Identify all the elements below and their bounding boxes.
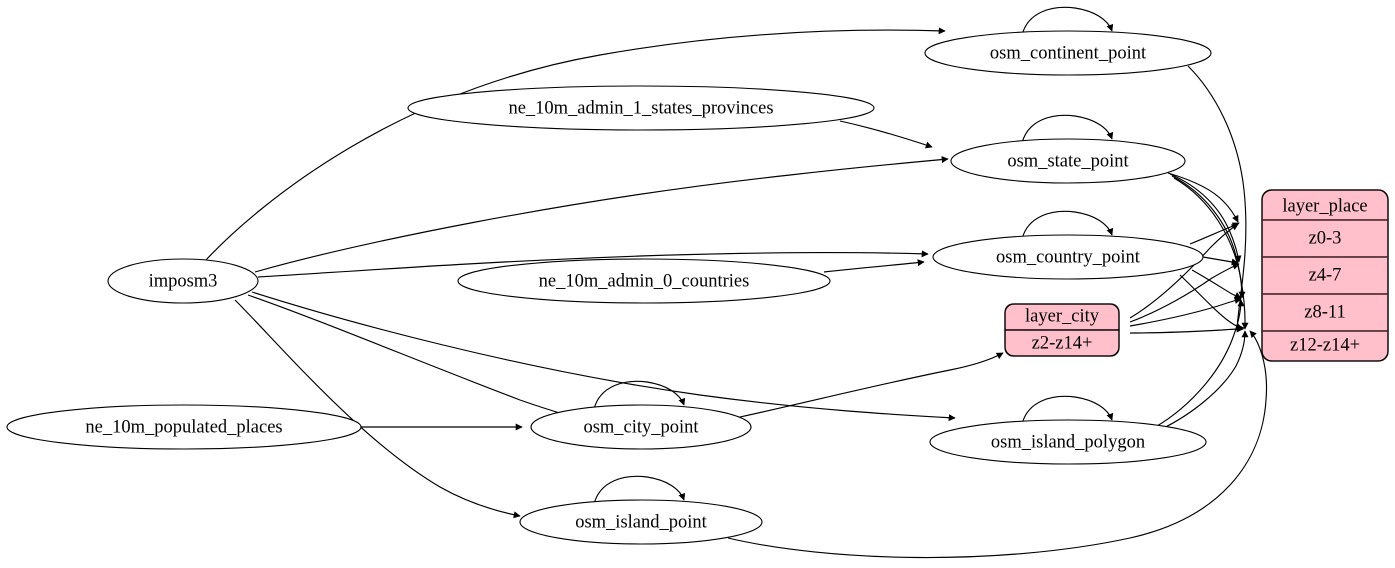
node-layer-city[interactable]: layer_city z2-z14+ bbox=[1004, 303, 1120, 357]
layer-city-row-cell-0[interactable] bbox=[1004, 329, 1120, 357]
self-loop-osm-island-polygon bbox=[1021, 395, 1114, 425]
edge-layer-city-to-layer-place-z0-3 bbox=[1129, 223, 1239, 319]
self-loop-osm-country-point bbox=[1021, 210, 1114, 240]
edge-osm-state-point-to-layer-place-z0-3 bbox=[1167, 172, 1239, 223]
edge-osm-state-point-to-layer-place-z8-11 bbox=[1171, 175, 1246, 299]
node-ne-10m-admin-1-states-provinces[interactable]: ne_10m_admin_1_states_provinces bbox=[407, 85, 875, 131]
edge-imposm3-to-osm-island-point bbox=[234, 299, 521, 519]
node-ne-10m-populated-places[interactable]: ne_10m_populated_places bbox=[6, 404, 362, 450]
nodes-layer: imposm3 ne_10m_admin_1_states_provinces … bbox=[6, 30, 1212, 545]
edges-layer bbox=[204, 6, 1268, 559]
node-osm-state-point[interactable]: osm_state_point bbox=[950, 138, 1186, 184]
node-imposm3[interactable]: imposm3 bbox=[107, 258, 259, 304]
node-osm-continent-point[interactable]: osm_continent_point bbox=[924, 30, 1212, 76]
layer-place-row-cell-3[interactable] bbox=[1261, 330, 1389, 362]
self-loop-osm-island-point bbox=[593, 475, 686, 505]
layer-place-row-cell-1[interactable] bbox=[1261, 256, 1389, 295]
edge-osm-island-polygon-to-layer-place-z12 bbox=[1150, 330, 1249, 435]
node-osm-island-point[interactable]: osm_island_point bbox=[519, 499, 763, 545]
edge-osm-state-point-to-layer-place-z4-7 bbox=[1169, 173, 1242, 263]
node-layer-place[interactable]: layer_place z0-3 z4-7 z8-11 z12-z14+ bbox=[1261, 189, 1389, 362]
layer-place-row-cell-0[interactable] bbox=[1261, 219, 1389, 258]
edge-layer-city-to-layer-place-z8-11 bbox=[1129, 297, 1242, 327]
node-osm-city-point[interactable]: osm_city_point bbox=[530, 404, 752, 450]
edge-osm-island-polygon-to-layer-place-z8-11 bbox=[1147, 299, 1245, 432]
self-loop-osm-continent-point bbox=[1021, 6, 1114, 36]
edge-imposm3-to-osm-country-point bbox=[257, 250, 929, 278]
edge-layer-city-to-layer-place-z4-7 bbox=[1129, 263, 1240, 323]
edge-osm-country-point-to-layer-place-z4-7 bbox=[1202, 256, 1239, 266]
self-loop-osm-city-point bbox=[593, 380, 686, 410]
edge-ne-states-to-osm-state-point bbox=[839, 120, 933, 149]
layer-place-header-cell bbox=[1261, 189, 1389, 221]
layer-place-row-cell-2[interactable] bbox=[1261, 293, 1389, 332]
self-loop-osm-state-point bbox=[1021, 114, 1114, 144]
edge-imposm3-to-osm-city-point bbox=[247, 294, 571, 418]
edge-osm-city-point-to-layer-city bbox=[739, 352, 1004, 418]
node-osm-island-polygon[interactable]: osm_island_polygon bbox=[929, 419, 1207, 465]
node-osm-country-point[interactable]: osm_country_point bbox=[932, 234, 1204, 280]
node-ne-10m-admin-0-countries[interactable]: ne_10m_admin_0_countries bbox=[457, 258, 831, 304]
edge-osm-country-point-to-layer-place-z12 bbox=[1179, 274, 1244, 331]
layer-city-header-cell bbox=[1004, 303, 1120, 331]
edge-imposm3-to-osm-continent-point bbox=[204, 27, 946, 262]
edge-imposm3-to-osm-state-point bbox=[254, 156, 949, 273]
edge-layer-city-to-layer-place-z12 bbox=[1129, 325, 1244, 334]
edge-ne-countries-to-osm-country-point bbox=[823, 259, 925, 273]
edge-osm-country-point-to-layer-place-z8-11 bbox=[1191, 269, 1242, 299]
edge-imposm3-to-osm-island-polygon bbox=[251, 291, 956, 422]
layer-place-outline bbox=[1261, 189, 1389, 362]
edge-osm-island-point-to-layer-place-z12 bbox=[727, 330, 1268, 559]
